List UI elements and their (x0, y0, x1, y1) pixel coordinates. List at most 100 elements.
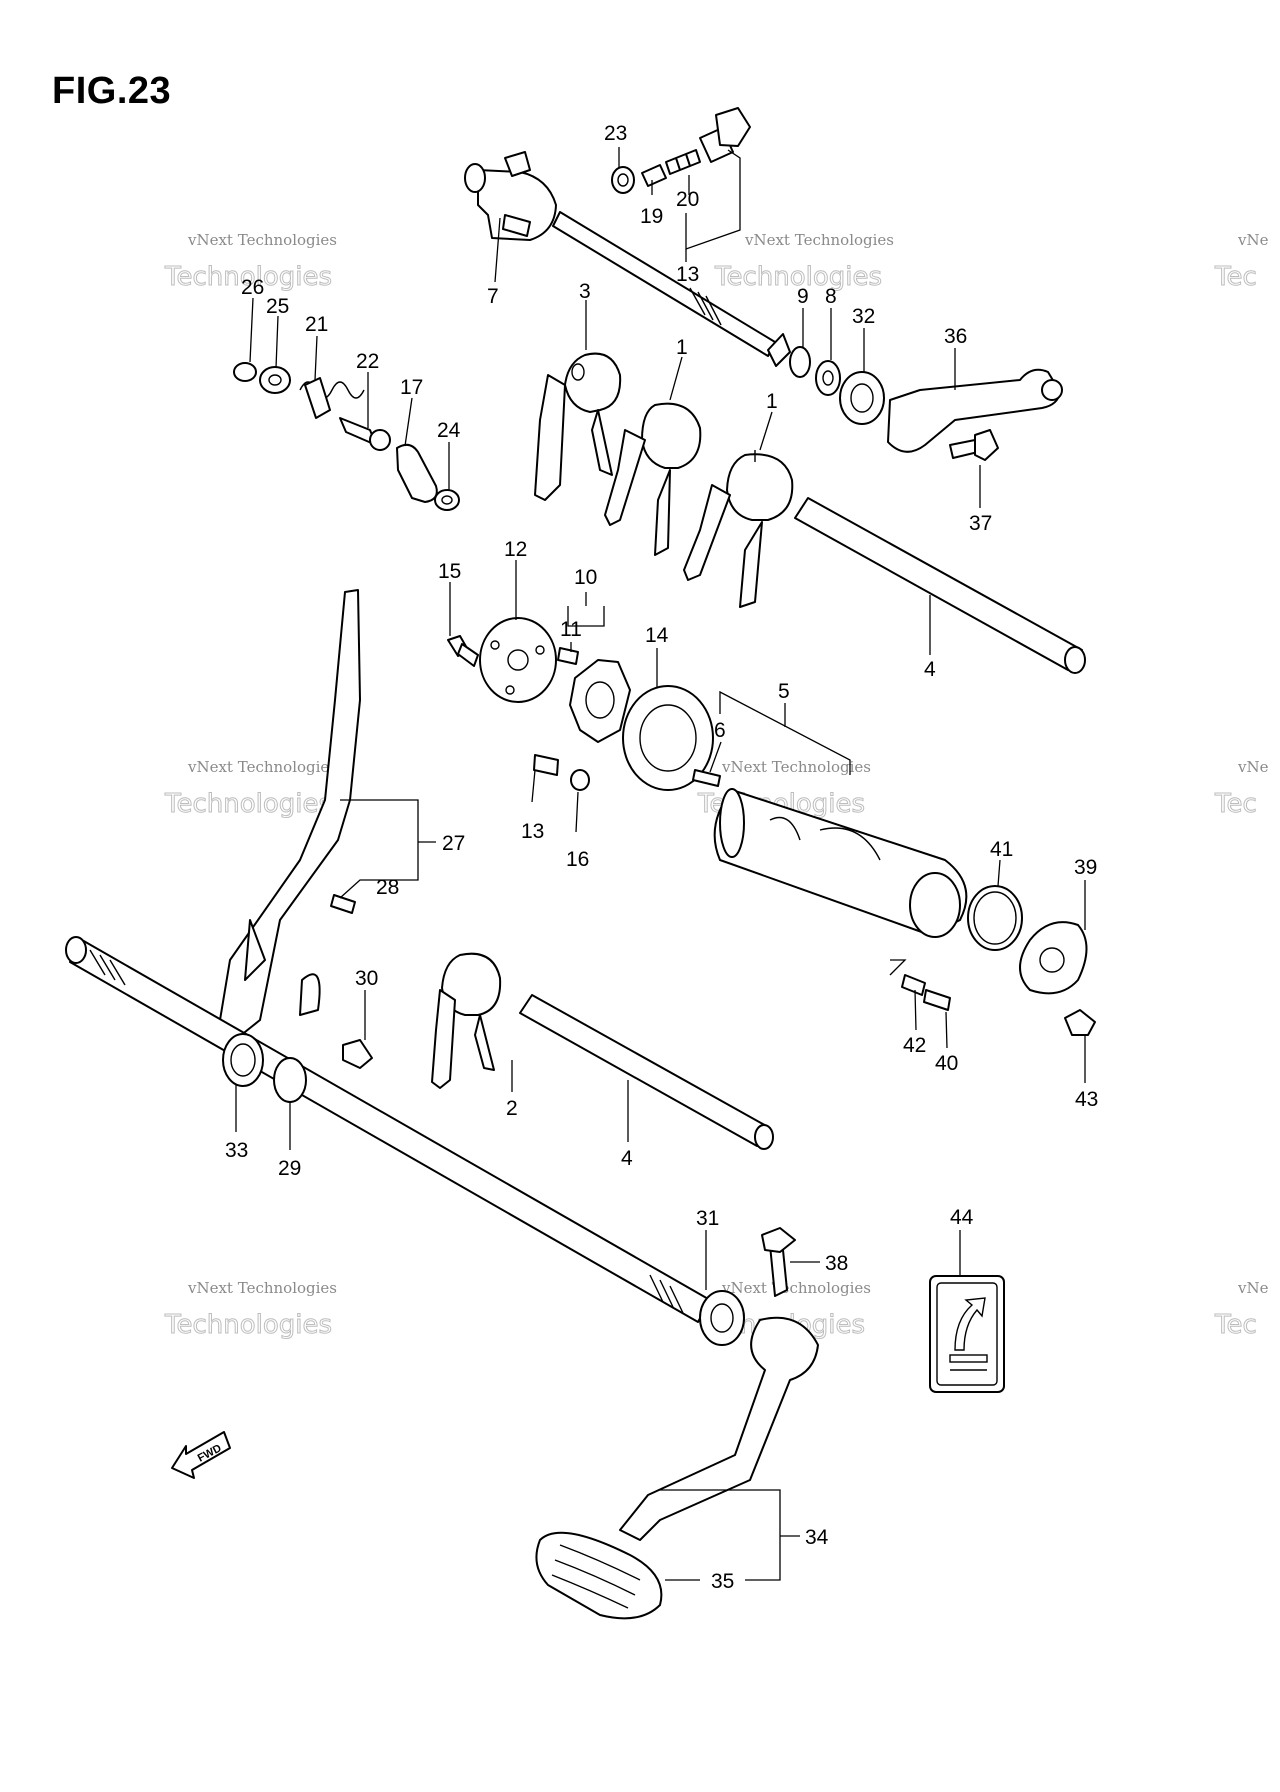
callout-17: 17 (400, 376, 423, 399)
callout-33: 33 (225, 1139, 248, 1162)
part-8-washer (815, 360, 841, 396)
watermark-top-right-edge: vNe Tec (1214, 231, 1269, 293)
part-25-washer (259, 366, 291, 394)
part-39-cam (1019, 921, 1088, 995)
part-4-fork-shaft-lower (519, 994, 774, 1150)
watermark-text: vNext Technologies (187, 758, 337, 776)
watermark-text: vNe (1237, 231, 1269, 249)
center-drum-parts (447, 617, 714, 791)
callout-9: 9 (797, 285, 809, 308)
callout-5: 5 (778, 680, 790, 703)
shaft-spring-and-collar (222, 1033, 373, 1103)
callout-3: 3 (579, 280, 591, 303)
part-36-shift-arm (887, 368, 1061, 453)
watermark-bottom-left: vNext Technologies Technologies (164, 1279, 338, 1341)
watermark-bottom-right-edge: vNe Tec (1214, 1279, 1269, 1341)
callout-1-a: 1 (676, 336, 688, 359)
part-32-oil-seal (839, 371, 885, 425)
callout-23: 23 (604, 122, 627, 145)
watermark-outline-text: Tec (1214, 1310, 1257, 1340)
part-24-washer (434, 489, 460, 511)
part-10-star (569, 659, 631, 743)
part-44-shift-pattern-label (929, 1275, 1005, 1393)
part-14-bearing (622, 685, 714, 791)
callout-32: 32 (852, 305, 875, 328)
callout-24: 24 (437, 419, 461, 442)
callout-44: 44 (950, 1206, 974, 1229)
callout-35: 35 (711, 1570, 734, 1593)
part-42-spring (901, 974, 926, 996)
callout-26: 26 (241, 276, 264, 299)
callout-29: 29 (278, 1157, 301, 1180)
callout-38: 38 (825, 1252, 848, 1275)
part-23-washer (611, 166, 635, 194)
watermark-text: vNext Technologies (744, 231, 894, 249)
callout-2: 2 (506, 1097, 518, 1120)
callout-15: 15 (438, 560, 461, 583)
callout-labels: 23 19 20 13 7 3 1 1 26 25 21 22 17 24 9 … (225, 122, 1098, 1593)
part-5-shift-drum (692, 769, 968, 938)
part-2-shift-fork (431, 952, 502, 1089)
part-27-gearshift-shaft-assembly (65, 589, 711, 1323)
callout-36: 36 (944, 325, 967, 348)
part-9-circlip (789, 346, 811, 378)
callout-7: 7 (487, 285, 499, 308)
callout-4-upper: 4 (924, 658, 936, 681)
watermark-outline-text: Tec (1214, 789, 1257, 819)
fwd-arrow-icon: FWD (171, 1431, 231, 1479)
callout-21: 21 (305, 313, 328, 336)
watermark-text: vNext Technologies (721, 1279, 871, 1297)
watermark-top-left: vNext Technologies Technologies (164, 231, 338, 293)
part-4-fork-shaft-upper (794, 497, 1086, 674)
watermark-text: vNext Technologies (187, 231, 337, 249)
part-1-shift-fork-a (604, 402, 702, 556)
part-12-plate (479, 617, 557, 703)
part-35-footrest-rubber (535, 1531, 663, 1620)
callout-39: 39 (1074, 856, 1097, 879)
callout-13-upper: 13 (676, 263, 699, 286)
part-41-o-ring (967, 885, 1023, 951)
watermark-text: vNe (1237, 1279, 1269, 1297)
callout-43: 43 (1075, 1088, 1098, 1111)
leader-lines (235, 147, 1086, 1581)
callout-11: 11 (560, 618, 582, 641)
callout-16: 16 (566, 848, 589, 871)
part-33-spring (222, 1033, 264, 1087)
part-26-nut (233, 362, 257, 382)
callout-13-lower: 13 (521, 820, 544, 843)
watermark-text: vNe (1237, 758, 1269, 776)
callout-20: 20 (676, 188, 699, 211)
part-3-shift-fork (534, 352, 622, 501)
callout-22: 22 (356, 350, 379, 373)
watermark-middle-left: vNext Technologies Technologies (164, 758, 338, 820)
watermark-top-center: vNext Technologies Technologies (714, 231, 895, 293)
part-13-bolt-head (715, 107, 751, 147)
part-31-oil-seal (699, 1290, 745, 1346)
watermark-outline-text: Technologies (164, 262, 332, 292)
part-40-pin (923, 989, 951, 1011)
part-16-washer (570, 769, 590, 791)
part-11-pin (557, 647, 579, 665)
callout-37: 37 (969, 512, 992, 535)
drum-end-parts (901, 885, 1096, 1036)
watermark-outline-text: Tec (1214, 262, 1257, 292)
lower-lever-parts (535, 1227, 819, 1620)
part-1-shift-fork-b (683, 450, 794, 608)
callout-19: 19 (640, 205, 663, 228)
callout-30: 30 (355, 967, 378, 990)
right-small-parts (789, 346, 1063, 461)
part-28-spring (330, 894, 356, 914)
callout-4-lower: 4 (621, 1147, 633, 1170)
part-17-plate (396, 443, 438, 503)
part-7-shift-shaft (464, 151, 791, 367)
callout-1-b: 1 (766, 390, 778, 413)
watermark-outline-text: Technologies (714, 262, 882, 292)
callout-34: 34 (805, 1526, 829, 1549)
part-34-gearshift-lever (619, 1316, 819, 1541)
part-13-detent-bolt-set (611, 107, 751, 194)
watermark-middle-right-edge: vNe Tec (1214, 758, 1269, 820)
part-37-bolt (949, 439, 979, 459)
part-19-pin (641, 164, 667, 187)
callout-31: 31 (696, 1207, 719, 1230)
